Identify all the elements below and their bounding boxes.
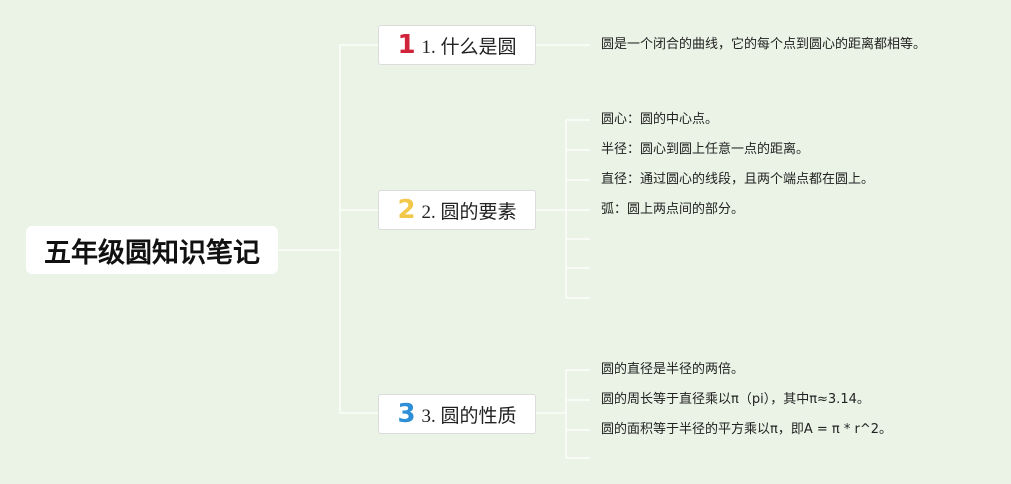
number-two-icon: 2 (397, 195, 416, 225)
note-circumference[interactable]: 圆的周长等于直径乘以π（pi），其中π≈3.14。 (601, 392, 870, 407)
root-node[interactable]: 五年级圆知识笔记 (26, 226, 278, 274)
topic-node-what-is-circle[interactable]: 1 1. 什么是圆 (378, 25, 536, 65)
number-three-icon: 3 (397, 399, 416, 429)
topic-label: 2. 圆的要素 (421, 201, 517, 223)
topic-label: 1. 什么是圆 (421, 36, 517, 58)
note-arc[interactable]: 弧：圆上两点间的部分。 (601, 202, 745, 217)
number-one-icon: 1 (397, 30, 416, 60)
topic-node-circle-elements[interactable]: 2 2. 圆的要素 (378, 190, 536, 230)
root-title: 五年级圆知识笔记 (44, 237, 260, 269)
note-diameter[interactable]: 直径：通过圆心的线段，且两个端点都在圆上。 (601, 172, 875, 187)
note-radius[interactable]: 半径：圆心到圆上任意一点的距离。 (601, 142, 810, 157)
note-diameter-radius[interactable]: 圆的直径是半径的两倍。 (601, 362, 745, 377)
note-center[interactable]: 圆心：圆的中心点。 (601, 112, 719, 127)
topic-label: 3. 圆的性质 (421, 405, 517, 427)
note-area[interactable]: 圆的面积等于半径的平方乘以π，即A = π * r^2。 (601, 422, 892, 437)
note-definition[interactable]: 圆是一个闭合的曲线，它的每个点到圆心的距离都相等。 (601, 37, 927, 52)
topic-node-circle-properties[interactable]: 3 3. 圆的性质 (378, 394, 536, 434)
